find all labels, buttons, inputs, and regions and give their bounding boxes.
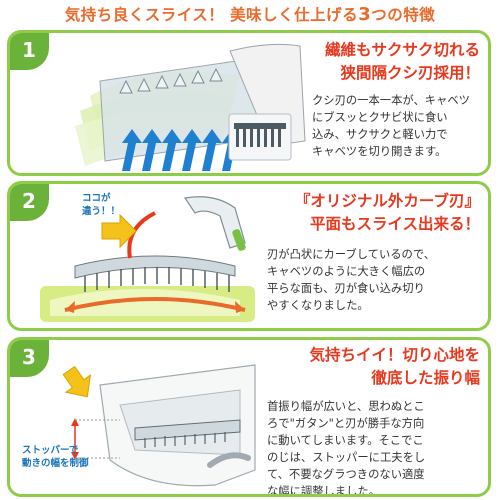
headline-pre: 気持ち良くスライス！ 美味しく仕上げる [64, 6, 359, 24]
section-body: 刃が凸状にカーブしているので、 キャベツのように大きく幅広の 平らな面も、刃が食… [267, 248, 435, 312]
section-title-line-2: 徹底した振り幅 [371, 369, 480, 387]
handle-slot [207, 452, 251, 468]
page-headline: 気持ち良くスライス！ 美味しく仕上げる3つの特徴 [0, 3, 500, 25]
section-title: 繊維もサクサク切れる 狭間隔クシ刃採用！ [325, 39, 480, 85]
section-number-badge: 1 [10, 33, 49, 70]
feature-section-2: 2 ココが 違う！！ 『オリジナル外カーブ刃』 [7, 181, 491, 331]
section-number-badge: 3 [10, 340, 49, 377]
yellow-arrow-icon [62, 365, 92, 398]
comb-blade-closeup-icon [228, 113, 292, 161]
teeth [119, 67, 223, 94]
section-title-line-1: 気持ちイイ！切り心地を [309, 346, 480, 364]
headline-post: つの特徴 [371, 6, 436, 24]
yellow-arrow-icon [101, 213, 137, 249]
section-body: 首振り幅が広いと、思わぬとこ ろで"ガタン"と刃が勝手な方向 に動いてしまいます… [267, 400, 426, 497]
section-title-line-1: 『オリジナル外カーブ刃』 [294, 192, 480, 210]
section-body: クシ刃の一本一本が、キャベツ にブスッとクサビ状に食い 込み、サクサクと軽い力で… [312, 94, 470, 158]
callout-text: ストッパーで 動きの幅を制御 [22, 445, 89, 469]
comb-blade [134, 419, 241, 441]
callout-text: ココが 違う！！ [82, 193, 121, 217]
stopper-illustration [62, 364, 256, 487]
headline-number: 3 [358, 4, 372, 25]
peeler-frame [183, 196, 246, 249]
section-title: 『オリジナル外カーブ刃』 平面もスライス出来る！ [295, 190, 480, 236]
section-title-line-2: 狭間隔クシ刃採用！ [340, 64, 480, 82]
red-curve-icon [127, 211, 156, 259]
green-surface-glow [50, 289, 240, 316]
feature-section-1: 1 [7, 30, 491, 176]
orange-motion-arrow-icon [64, 297, 246, 312]
section-title-line-2: 平面もスライス出来る！ [309, 215, 480, 233]
peeler-illustration [40, 196, 255, 322]
section-title-line-1: 繊維もサクサク切れる [324, 41, 480, 59]
curved-blade [74, 255, 236, 279]
blue-arrows-icon [122, 129, 242, 171]
peeler-handle [232, 229, 246, 251]
blade-teeth [84, 267, 230, 292]
feature-section-3: 3 ストッパーで 動きの幅を制御 気持ちイイ！切り心地を 徹底した振り幅 [7, 337, 491, 497]
section-title: 気持ちイイ！切り心地を 徹底した振り幅 [309, 344, 480, 390]
